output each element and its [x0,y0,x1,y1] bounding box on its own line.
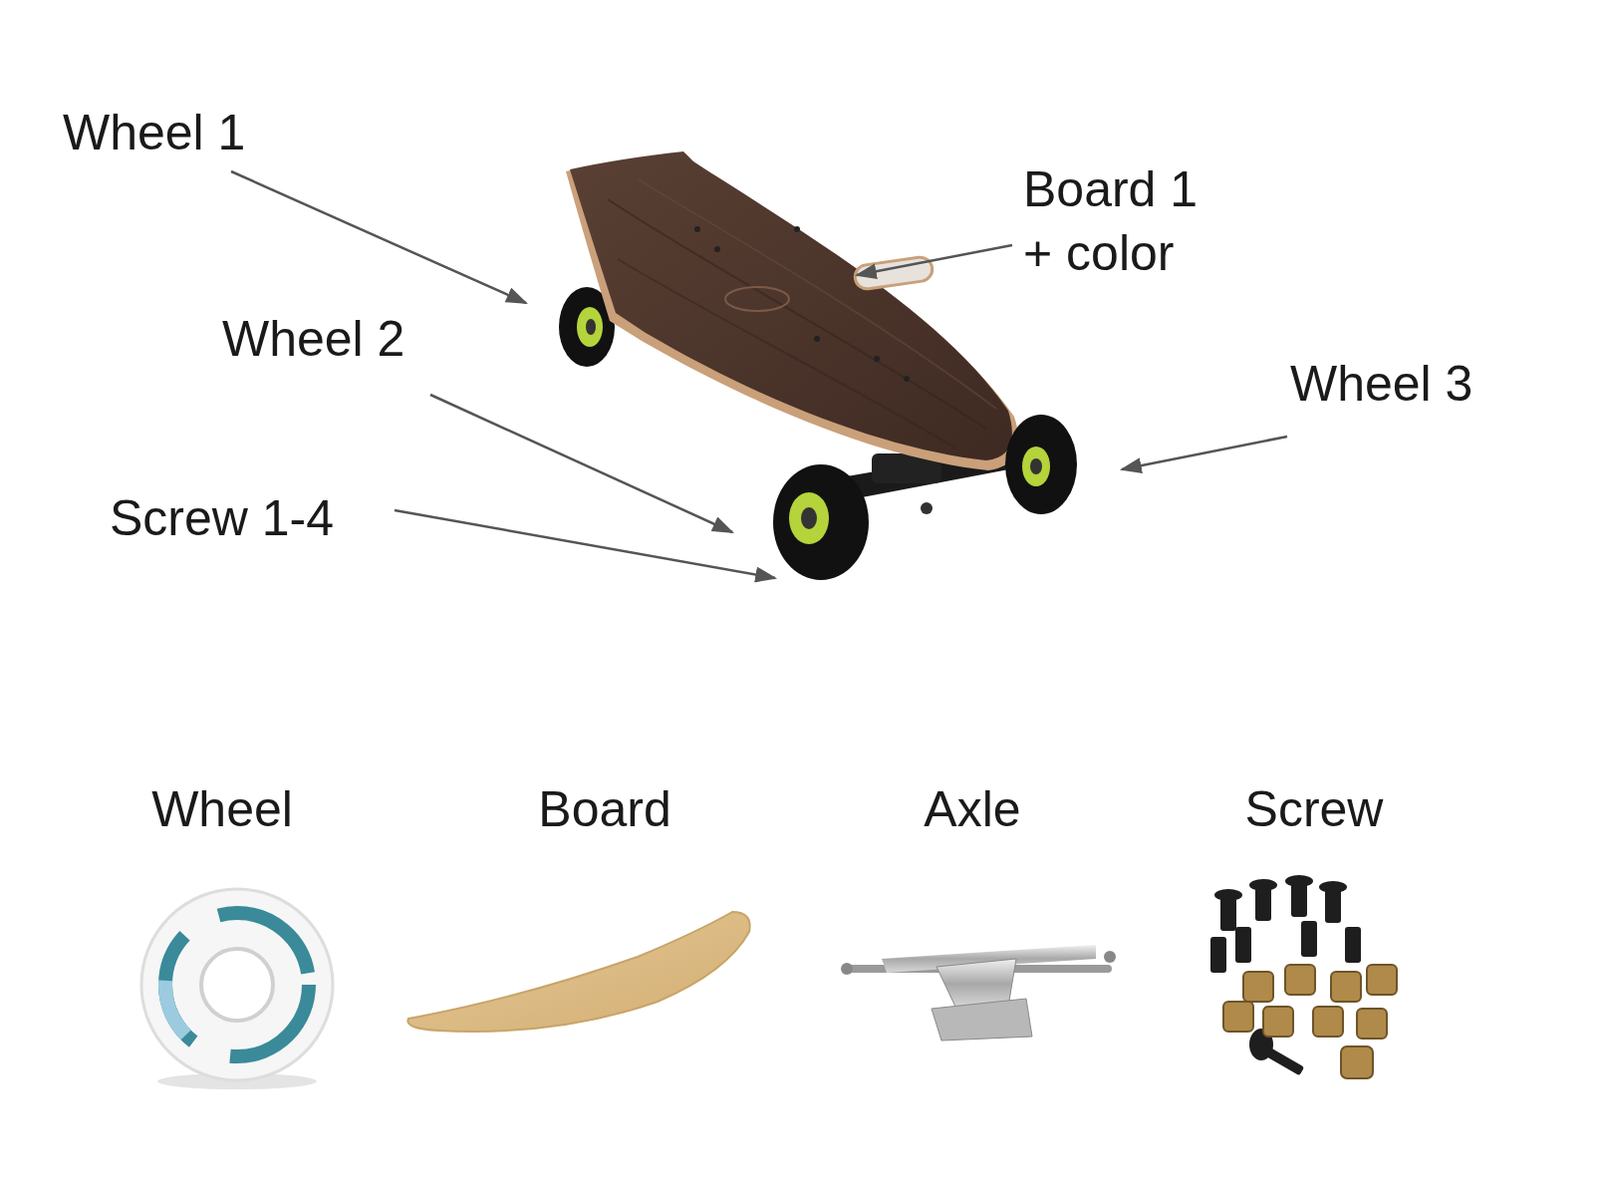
part-label: Screw 1-4 [109,487,334,549]
leader-arrow [394,510,776,578]
part-label: Wheel 2 [222,307,405,370]
component-label: Board [537,778,671,840]
leader-arrow [856,245,1013,275]
skateboard [558,151,1077,580]
component-label: Axle [923,778,1021,840]
board-photo [407,911,750,1032]
part-label: Board 1 + color [1023,157,1223,285]
axle-photo [840,944,1116,1041]
part-label: Wheel 1 [62,101,246,164]
leader-arrow [231,171,527,303]
screw-photo [1210,874,1397,1078]
component-label: Screw [1245,778,1384,840]
wheel-photo [141,888,333,1089]
part-label: Wheel 3 [1290,352,1473,415]
leader-arrow [430,394,733,533]
leader-arrow [1121,436,1288,470]
component-label: Wheel [151,778,293,840]
